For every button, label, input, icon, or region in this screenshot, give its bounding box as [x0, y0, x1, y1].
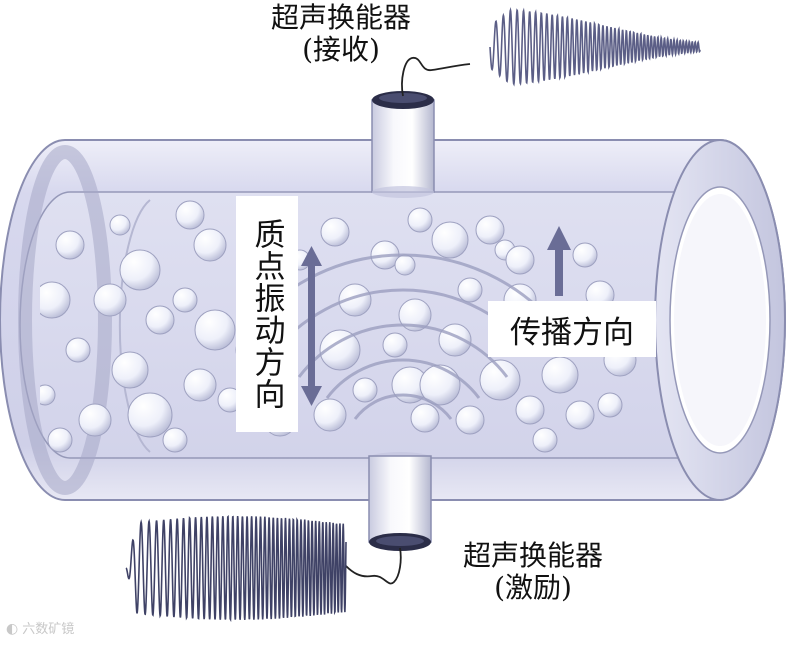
bubble: [145, 305, 175, 335]
bubble: [78, 403, 112, 437]
bubble: [419, 364, 461, 406]
bubble: [572, 242, 598, 268]
vibration-direction-label: 质点振动方向: [248, 218, 285, 410]
bubble: [40, 384, 56, 406]
double-arrow-vertical-icon: [301, 246, 322, 406]
transducer-exciter: [368, 452, 432, 551]
bubble: [111, 351, 149, 389]
receiver-mode: (接收): [302, 33, 380, 67]
bubble: [175, 200, 205, 230]
receiver-cable: [401, 57, 471, 97]
wavefront-arc: [297, 323, 509, 378]
bubble: [40, 281, 71, 319]
bubble: [597, 392, 623, 418]
bubble: [382, 332, 408, 358]
bubble: [183, 368, 217, 402]
bubble: [455, 405, 485, 435]
bubble: [119, 249, 161, 291]
camera-logo-icon: ◐: [6, 621, 19, 637]
propagation-direction-label: 传播方向: [510, 314, 634, 351]
bubble: [398, 298, 432, 332]
bubble: [565, 400, 595, 430]
bubble: [172, 287, 198, 313]
exciter-title: 超声换能器: [462, 539, 603, 572]
watermark-text: 六数矿镜: [22, 622, 75, 637]
bubble: [479, 359, 521, 401]
receiver-label: 超声换能器 (接收): [236, 1, 446, 67]
arrow-up-icon: [547, 226, 571, 296]
bubble: [515, 395, 545, 425]
bubble: [410, 403, 440, 433]
bubble: [162, 427, 188, 453]
received-waveform: [489, 6, 701, 87]
vibration-direction-box: 质点振动方向: [236, 196, 298, 432]
receiver-title: 超声换能器: [270, 1, 411, 34]
wavefront-arc: [353, 393, 453, 420]
transducer-receiver: [371, 91, 435, 198]
bubble: [320, 217, 350, 247]
bubble: [407, 207, 433, 233]
wavefront-arc: [325, 358, 481, 399]
bubble: [394, 254, 416, 276]
bubble: [319, 329, 361, 371]
bubble: [532, 427, 558, 453]
bubble: [93, 283, 127, 317]
bubble: [541, 356, 579, 394]
bubble: [193, 228, 227, 262]
bubble: [475, 215, 505, 245]
bubble: [313, 398, 347, 432]
bubble: [338, 283, 372, 317]
bubble: [431, 221, 469, 259]
bubble: [127, 392, 173, 438]
bubble: [194, 309, 236, 351]
bubble: [505, 245, 535, 275]
bubble: [65, 337, 91, 363]
exciter-cable: [345, 547, 402, 585]
bubble: [457, 277, 483, 303]
excitation-waveform: [125, 515, 347, 623]
watermark: ◐六数矿镜: [6, 618, 74, 637]
bubble: [55, 230, 85, 260]
bubble: [109, 214, 131, 236]
exciter-mode: (激励): [494, 571, 572, 605]
bubble: [47, 427, 73, 453]
exciter-label: 超声换能器 (激励): [428, 539, 638, 605]
bubble: [352, 377, 378, 403]
propagation-direction-box: 传播方向: [488, 301, 656, 357]
